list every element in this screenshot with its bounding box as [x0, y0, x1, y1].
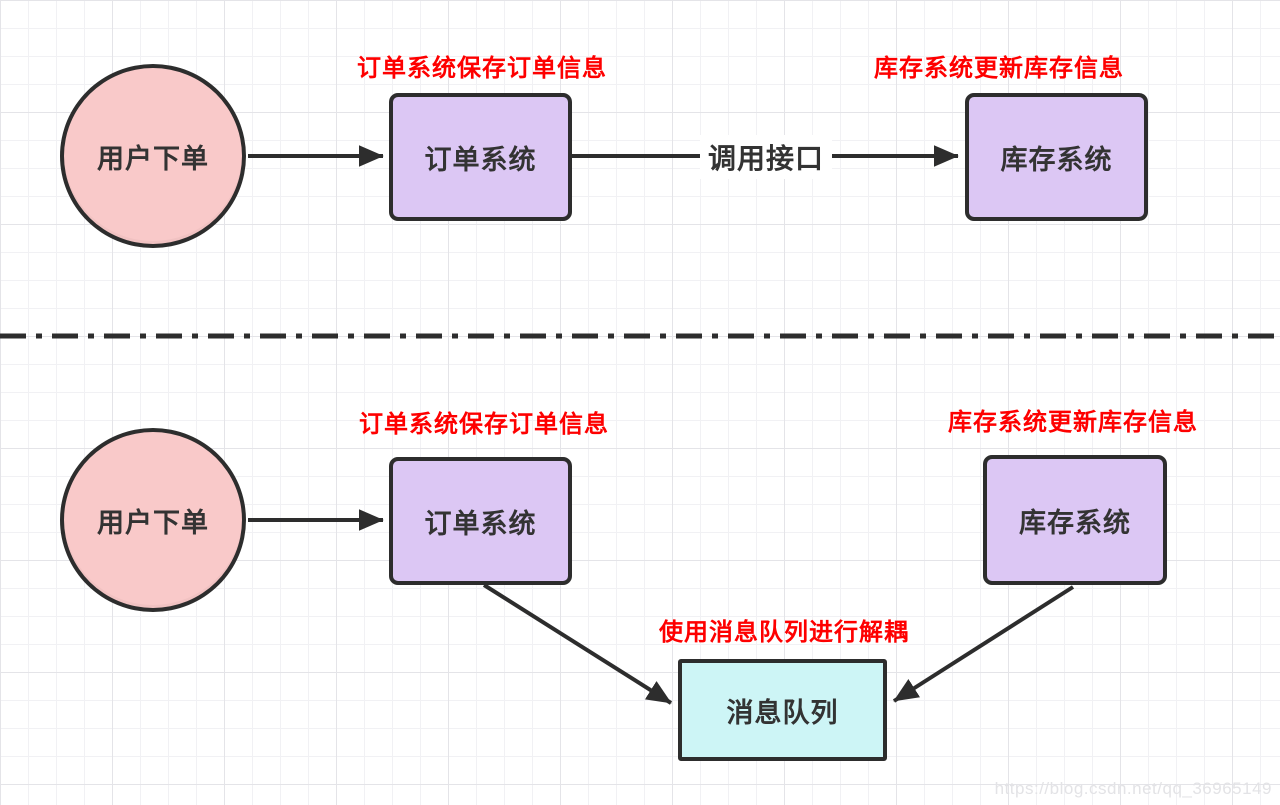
- annotation-order-saves-top: 订单系统保存订单信息: [357, 55, 607, 82]
- node-order-system-top: 订单系统: [389, 93, 572, 221]
- annotation-inventory-updates-bottom: 库存系统更新库存信息: [948, 409, 1198, 436]
- node-message-queue: 消息队列: [678, 659, 887, 761]
- annotation-order-saves-bottom: 订单系统保存订单信息: [359, 411, 609, 438]
- annotation-mq-decoupling: 使用消息队列进行解耦: [659, 619, 909, 646]
- edge-label-call-interface: 调用接口: [699, 135, 833, 179]
- node-order-system-bottom: 订单系统: [389, 457, 572, 585]
- annotation-inventory-updates-top: 库存系统更新库存信息: [874, 55, 1124, 82]
- arrow-order-to-mq: [482, 583, 673, 705]
- node-inventory-system-top: 库存系统: [965, 93, 1148, 221]
- csdn-watermark: https://blog.csdn.net/qq_36965149: [994, 779, 1272, 798]
- arrow-inventory-to-mq: [892, 585, 1075, 703]
- node-user-order-bottom: 用户下单: [60, 428, 246, 612]
- node-user-order-top: 用户下单: [60, 64, 246, 248]
- node-inventory-system-bottom: 库存系统: [983, 455, 1167, 585]
